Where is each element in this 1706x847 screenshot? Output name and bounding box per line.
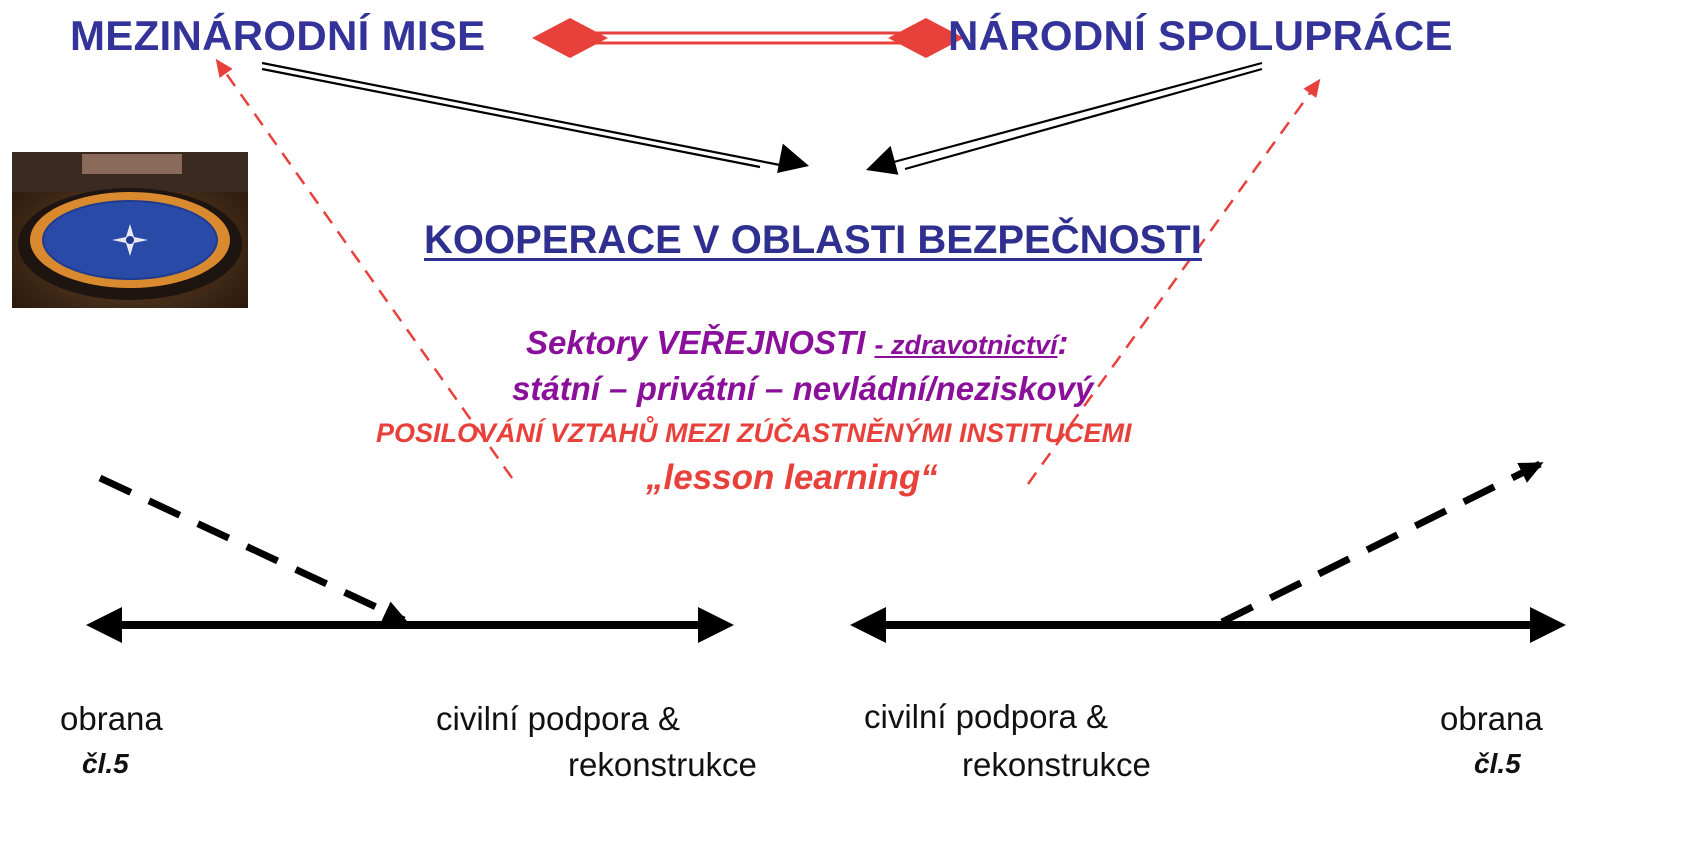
right-axis-defense-label: obrana bbox=[1440, 700, 1543, 737]
header-national-cooperation: NÁRODNÍ SPOLUPRÁCE bbox=[948, 12, 1453, 59]
sectors-suffix: : bbox=[1057, 324, 1069, 361]
black-dashed-arrow-left bbox=[98, 474, 408, 624]
left-axis-reconstruction-label: rekonstrukce bbox=[568, 746, 757, 783]
right-axis-civil-support-label: civilní podpora & bbox=[864, 698, 1108, 735]
sectors-line-2: státní – privátní – nevládní/neziskový bbox=[512, 370, 1094, 407]
lesson-learning: „lesson learning“ bbox=[646, 458, 938, 497]
red-dashed-arrow-right bbox=[1026, 78, 1321, 485]
left-axis-defense-label: obrana bbox=[60, 700, 163, 737]
nato-summit-photo bbox=[12, 152, 248, 308]
header-international-missions: MEZINÁRODNÍ MISE bbox=[70, 12, 486, 59]
red-dashed-arrow-left bbox=[215, 58, 514, 479]
left-axis-article5-label: čl.5 bbox=[82, 748, 129, 779]
link-double-line bbox=[532, 18, 964, 58]
black-dashed-arrow-right bbox=[1220, 460, 1544, 626]
right-axis-reconstruction-label: rekonstrukce bbox=[962, 746, 1151, 783]
strengthening-relations: POSILOVÁNÍ VZTAHŮ MEZI ZÚČASTNĚNÝMI INST… bbox=[376, 418, 1132, 448]
arrow-right-to-center bbox=[866, 61, 1263, 175]
arrow-left-to-center bbox=[261, 61, 809, 174]
right-diamond-icon bbox=[888, 18, 964, 58]
left-axis-arrow bbox=[86, 607, 734, 643]
left-axis-civil-support-label: civilní podpora & bbox=[436, 700, 680, 737]
sectors-line-1: Sektory VEŘEJNOSTI - zdravotnictví: bbox=[526, 324, 1068, 362]
left-diamond-icon bbox=[532, 18, 608, 58]
sectors-prefix: Sektory VEŘEJNOSTI bbox=[526, 324, 875, 361]
right-axis-arrow bbox=[850, 607, 1566, 643]
right-axis-article5-label: čl.5 bbox=[1474, 748, 1521, 779]
center-title: KOOPERACE V OBLASTI BEZPEČNOSTI bbox=[424, 218, 1202, 262]
sectors-health-link[interactable]: - zdravotnictví bbox=[874, 330, 1058, 360]
